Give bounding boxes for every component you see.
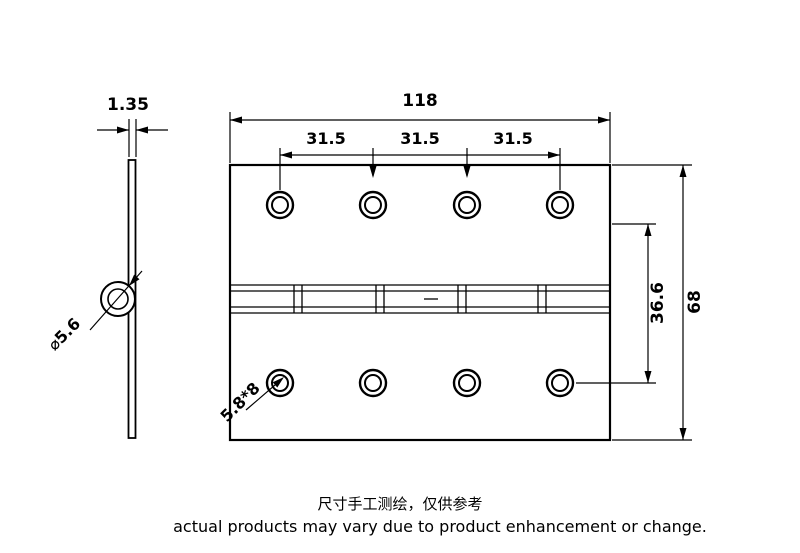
footer-note-cn: 尺寸手工测绘，仅供参考 — [317, 495, 482, 513]
hole-spacing-label-3: 31.5 — [493, 129, 532, 148]
hole-spacing-label-1: 31.5 — [306, 129, 345, 148]
arrowhead — [136, 126, 148, 134]
dim-height: 68 — [612, 164, 705, 441]
front-view — [228, 163, 612, 442]
screw-hole — [358, 368, 388, 398]
arrowhead — [129, 274, 140, 286]
screw-hole — [265, 190, 295, 220]
arrowhead — [117, 126, 129, 134]
screw-hole — [358, 190, 388, 220]
hinge-plate-outline — [228, 163, 612, 442]
screw-holes-bottom-row — [265, 368, 575, 398]
dim-thickness: 1.35 — [97, 95, 168, 157]
knuckle-diameter-label: ⌀5.6 — [44, 314, 84, 354]
arrowhead — [230, 116, 242, 124]
dim-row-spacing: 36.6 — [576, 223, 668, 384]
screw-hole — [545, 190, 575, 220]
arrowhead — [463, 166, 471, 178]
footer-note-en: actual products may vary due to product … — [173, 517, 707, 536]
arrowhead — [272, 377, 284, 388]
screw-hole — [545, 368, 575, 398]
side-view — [100, 159, 137, 439]
footer-notes: 尺寸手工测绘，仅供参考 actual products may vary due… — [173, 495, 707, 536]
arrowhead — [598, 116, 610, 124]
screw-hole — [452, 190, 482, 220]
height-dim-label: 68 — [685, 290, 705, 314]
screw-holes-top-row — [265, 190, 575, 220]
thickness-dim-label: 1.35 — [107, 95, 149, 115]
arrowhead — [644, 371, 652, 383]
row-spacing-dim-label: 36.6 — [648, 282, 668, 324]
width-dim-label: 118 — [402, 91, 438, 111]
arrowhead — [679, 165, 687, 177]
knuckle-band — [230, 284, 610, 314]
arrowhead — [369, 166, 377, 178]
arrowhead — [548, 151, 560, 159]
hole-spacing-label-2: 31.5 — [400, 129, 439, 148]
dim-hole-spacing: 31.5 31.5 31.5 — [279, 129, 561, 190]
screw-hole — [265, 368, 295, 398]
arrowhead — [644, 224, 652, 236]
screw-hole — [452, 368, 482, 398]
arrowhead — [280, 151, 292, 159]
dim-width: 118 — [229, 91, 611, 163]
arrowhead — [679, 428, 687, 440]
